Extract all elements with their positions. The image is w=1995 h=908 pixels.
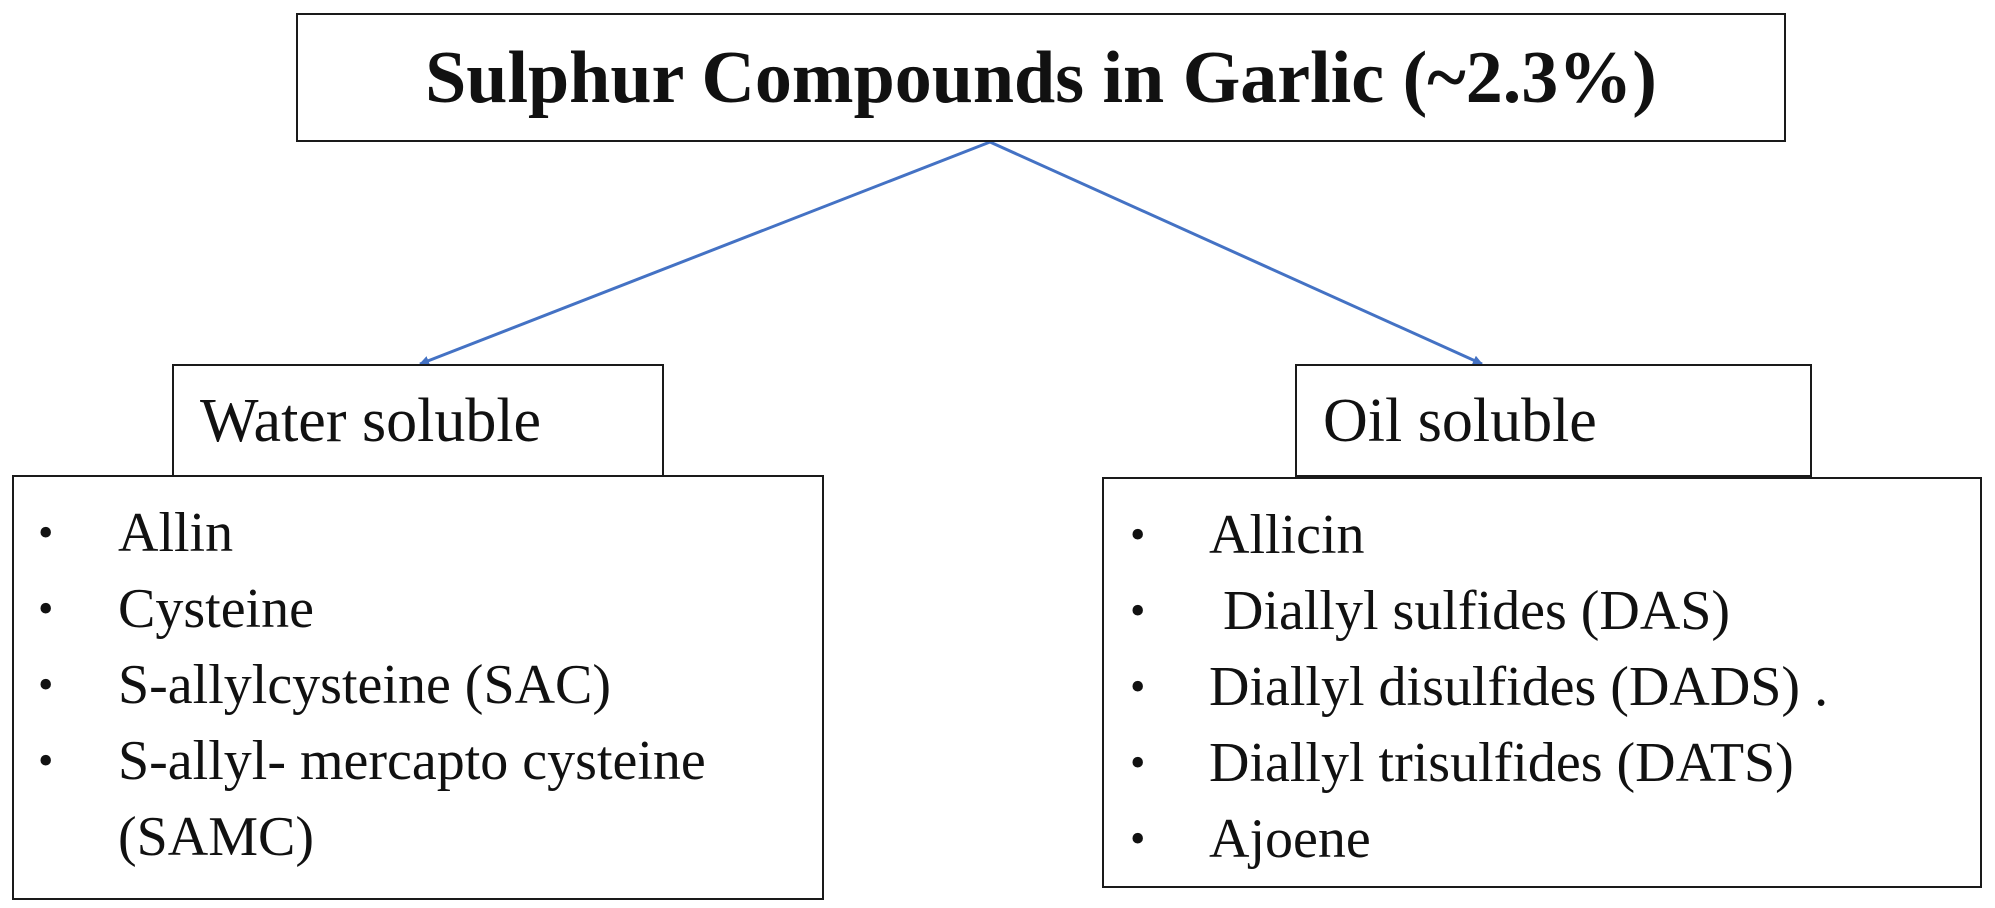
list-item: • S-allylcysteine (SAC) [14,647,822,723]
arrow-to-oil-soluble [989,140,1483,366]
title-box: Sulphur Compounds in Garlic (~2.3%) [296,13,1786,142]
list-item: • Diallyl trisulfides (DATS) [1104,725,1980,801]
bullet-icon: • [38,660,54,709]
oil-soluble-list-box: • Allicin • Diallyl sulfides (DAS) • Diall… [1102,477,1982,888]
list-item-text: Ajoene [1209,808,1371,870]
list-item: • Allicin [1104,497,1980,573]
bullet-icon: • [38,736,54,785]
list-item: • Ajoene [1104,801,1980,877]
bullet-icon: • [38,584,54,633]
list-item: • Cysteine [14,571,822,647]
bullet-icon: • [1130,510,1146,559]
arrow-to-water-soluble [419,140,991,366]
water-soluble-header: Water soluble [200,386,542,455]
list-item-text: Diallyl sulfides (DAS) [1209,580,1731,642]
bullet-icon: • [1130,662,1146,711]
list-item: • S-allyl- mercapto cysteine (SAMC) [14,723,822,875]
diagram-title: Sulphur Compounds in Garlic (~2.3%) [425,36,1657,119]
list-item-text: Allicin [1209,504,1365,566]
oil-soluble-list: • Allicin • Diallyl sulfides (DAS) • Diall… [1104,497,1980,877]
bullet-icon: • [1130,586,1146,635]
water-soluble-list-box: •Allin •Cysteine •S-allylcysteine (SAC) … [12,475,824,900]
list-item-text: Diallyl trisulfides (DATS) [1209,732,1794,794]
list-item-text: S-allylcysteine (SAC) [118,654,612,716]
list-item: • Diallyl disulfides (DADS) . [1104,649,1980,725]
list-item-text: Diallyl disulfides (DADS) . [1209,656,1829,718]
bullet-icon: • [1130,814,1146,863]
list-item-text: S-allyl- mercapto cysteine (SAMC) [118,730,706,868]
oil-soluble-header-box: Oil soluble [1295,364,1812,477]
list-item-text: Cysteine [118,578,314,640]
list-item: • Allin [14,495,822,571]
bullet-icon: • [38,508,54,557]
water-soluble-list: •Allin •Cysteine •S-allylcysteine (SAC) … [14,495,822,875]
bullet-icon: • [1130,738,1146,787]
oil-soluble-header: Oil soluble [1323,386,1597,455]
water-soluble-header-box: Water soluble [172,364,664,477]
list-item: • Diallyl sulfides (DAS) [1104,573,1980,649]
list-item-text: Allin [118,502,234,564]
